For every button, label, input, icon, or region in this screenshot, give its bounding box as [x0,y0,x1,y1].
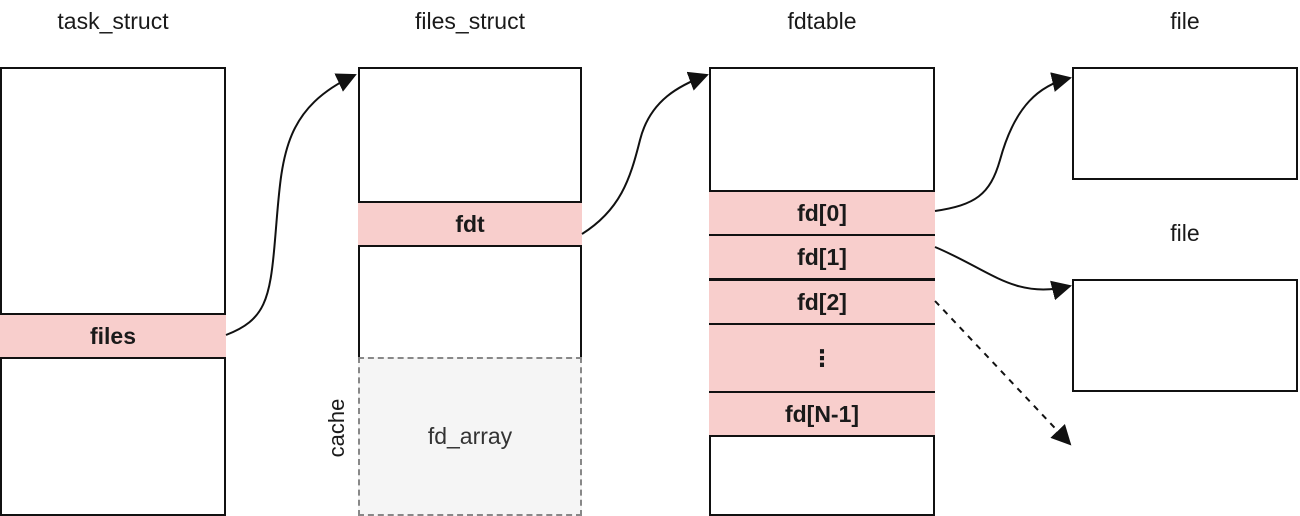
task-struct-title: task_struct [57,8,169,34]
file-top-box [1072,67,1298,180]
arrow-fd0-to-file [934,72,1072,212]
files-struct-fdt-field: fdt [358,201,582,247]
fd-array-cache-region: fd_array [358,357,582,516]
fdtable-title: fdtable [787,8,857,34]
file-top-title: file [1170,8,1200,34]
arrow-fd2-dashed [934,300,1072,446]
task-struct-box [0,67,226,516]
file-bottom-title: file [1170,220,1200,246]
arrow-fd1-to-file [934,246,1072,301]
fdtable-fd1-field: fd[1] [709,234,935,280]
task-struct-files-field: files [0,313,226,359]
file-bottom-box [1072,279,1298,392]
arrow-fdt-to-fdtable [581,71,709,235]
arrow-files-to-files-struct [225,73,357,336]
fdtable-fdN1-field: fd[N-1] [709,391,935,437]
files-struct-title: files_struct [415,8,525,34]
